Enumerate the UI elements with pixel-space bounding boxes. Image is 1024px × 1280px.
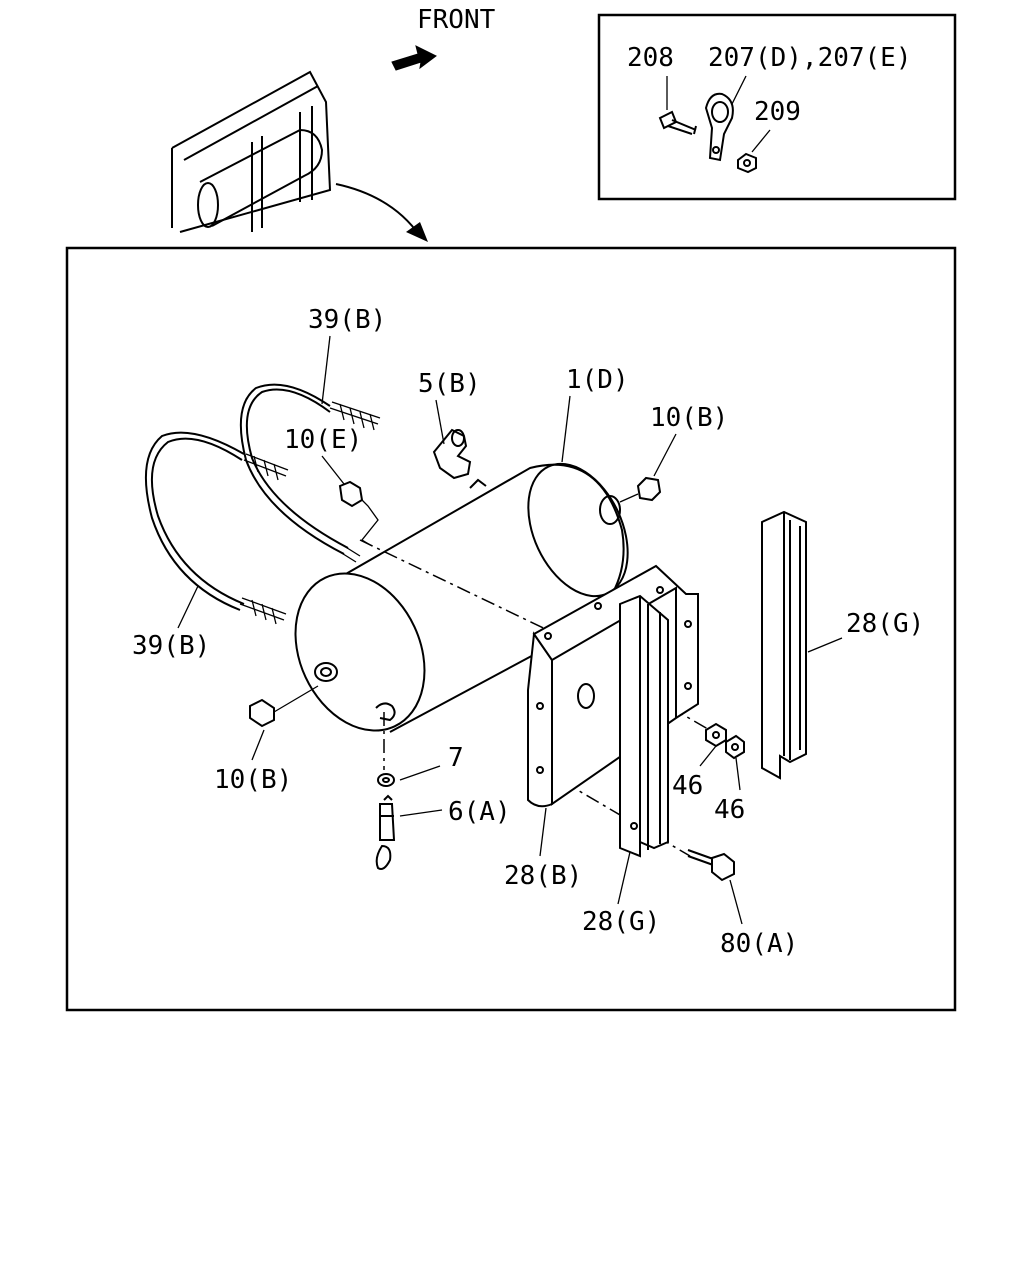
part-label-7: 7: [448, 743, 464, 773]
plug-10e-icon: [338, 480, 379, 547]
part-label-1d: 1(D): [566, 365, 629, 395]
strap-upper: [239, 383, 381, 563]
part-label-207: 207(D),207(E): [708, 43, 912, 73]
frame-locator-sketch: [171, 70, 332, 233]
bolt-80a-icon: [687, 849, 735, 882]
part-label-6a: 6(A): [448, 797, 511, 827]
washer-7-icon: [377, 773, 395, 787]
part-label-10b-right: 10(B): [650, 403, 728, 433]
inset-bolt-icon: [658, 110, 697, 135]
port-plug-left: [314, 662, 338, 682]
part-label-208: 208: [627, 43, 674, 73]
nut-46b-icon: [725, 734, 745, 760]
plug-10b-right-icon: [619, 476, 662, 503]
inset-clip-icon: [704, 92, 734, 162]
part-label-80a: 80(A): [720, 929, 798, 959]
drain-port-icon: [375, 702, 396, 722]
channel-front: [619, 594, 669, 858]
leader-lines: [177, 335, 843, 925]
inset-nut-icon: [737, 152, 757, 174]
detail-inset-box: [597, 13, 957, 201]
part-label-46a: 46: [672, 771, 703, 801]
part-label-28g-front: 28(G): [582, 907, 660, 937]
plug-10b-left-icon: [249, 685, 319, 728]
part-label-28b: 28(B): [504, 861, 582, 891]
strap-lower: [144, 431, 289, 625]
drain-cock-6a-icon: [375, 794, 396, 870]
front-arrow-icon: [391, 45, 437, 71]
part-label-10b-left: 10(B): [214, 765, 292, 795]
main-view-frame: [65, 246, 957, 1012]
channel-right: [761, 510, 807, 780]
nut-46a-icon: [705, 722, 727, 748]
part-label-39b-lower: 39(B): [132, 631, 210, 661]
part-label-209: 209: [754, 97, 801, 127]
part-label-39b-upper: 39(B): [308, 305, 386, 335]
locator-arrowhead-icon: [406, 222, 428, 242]
front-direction-label: FRONT: [417, 5, 496, 35]
valve-5b-icon: [432, 428, 472, 480]
part-label-46b: 46: [714, 795, 745, 825]
locator-pointer-arrow: [335, 183, 421, 237]
part-label-28g-right: 28(G): [846, 609, 924, 639]
part-label-10e: 10(E): [284, 425, 362, 455]
part-label-5b: 5(B): [418, 369, 481, 399]
